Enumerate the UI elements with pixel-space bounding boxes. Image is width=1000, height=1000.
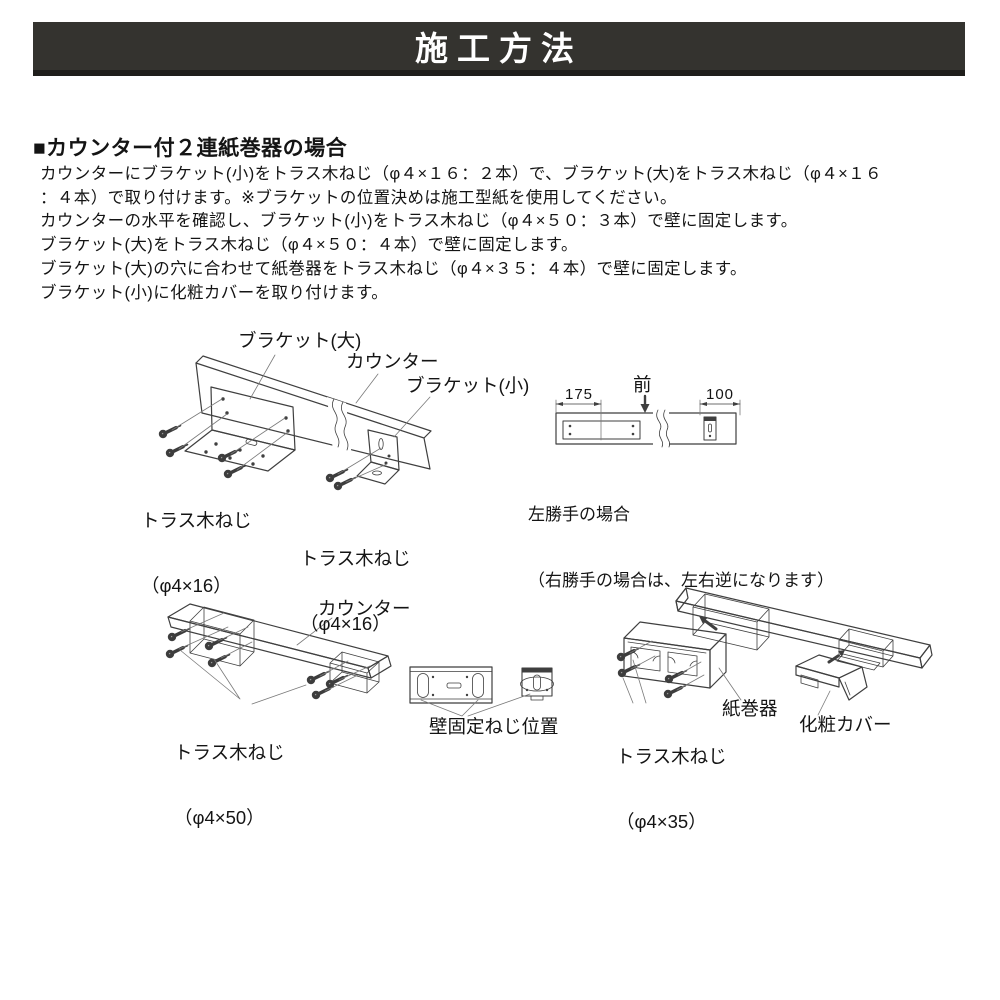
slot-left [417,673,429,698]
bracket-small-plate [367,429,400,471]
instruction-line: ブラケット(小)に化粧カバーを取り付けます。 [40,283,389,302]
screw-icon [206,652,232,669]
corner-braces [630,651,698,667]
cover-lip [795,665,840,688]
diagram-bracket-assembly [157,354,432,492]
install-arrow-head [699,616,708,624]
counter-board-top-edge [195,355,432,439]
bracket-small-lip [836,653,881,671]
screw-icon [164,643,190,660]
label-wall-screw-positions: 壁固定ねじ位置 [429,716,559,737]
label-counter-2: カウンター [318,598,411,619]
bracket-large-ghost [189,606,255,667]
install-arrow-head [838,650,845,657]
slot-right [472,673,484,698]
cover-top [795,654,863,679]
screw-icon [164,442,190,459]
paper-holder-openings [630,646,698,677]
keyhole-slot [533,674,541,691]
install-arrow-shaft [704,620,718,631]
screw-icon [216,447,242,464]
screw-icon [157,423,183,440]
counter-end-cap [919,644,933,669]
label-bracket-small: ブラケット(小) [406,375,530,396]
instruction-line: ブラケット(大)の穴に合わせて紙巻器をトラス木ねじ（φ４×３５：４本）で壁に固定… [40,259,747,278]
break-gap [327,397,352,458]
diagram-holder-cover-install [615,587,933,716]
break-line [332,398,340,448]
counter-board-face [195,362,431,470]
instruction-line: カウンターにブラケット(小)をトラス木ねじ（φ４×１６：２本）で、ブラケット(大… [40,165,882,183]
counter-plan-outline [555,412,737,445]
page-title: 施工方法 [415,30,583,67]
bracket-large-flange [184,429,296,472]
slot-center [446,682,462,689]
break-line [341,401,349,451]
paper-holder-side [709,633,727,689]
screw-icon [324,467,350,484]
page-title-bar: 施工方法 [33,22,965,76]
diagram-screw-positions [409,666,554,717]
diagram-plan-view [555,394,741,448]
bracket-large-front [409,666,493,704]
bracket-small-ghost [329,651,380,694]
label-dim-100: 100 [705,386,735,403]
cover-tab [800,674,819,689]
bracket-small-flange [356,461,400,485]
left-hand-caption: 左勝手の場合 （右勝手の場合は、左右逆になります） [528,505,834,590]
bracket-large-plan [562,420,641,440]
screw-icon [166,626,192,643]
label-cover: 化粧カバー [799,714,892,735]
instruction-text: カウンターにブラケット(小)をトラス木ねじ（φ４×１６：２本）で、ブラケット(大… [40,163,882,305]
instruction-line: ブラケット(大)をトラス木ねじ（φ４×５０：４本）で壁に固定します。 [40,236,578,255]
label-bracket-large: ブラケット(大) [238,330,362,351]
label-screw-435: トラス木ねじ （φ4×35） [616,746,727,832]
label-paper-holder: 紙巻器 [722,698,778,719]
bracket-large-ghost [692,593,770,651]
counter-end-cap [367,655,392,679]
label-screw-416-left: トラス木ねじ （φ4×16） [141,510,252,596]
bracket-small-flange-slot [372,470,382,476]
section-heading: ■カウンター付２連紙巻器の場合 [33,137,348,160]
bracket-small-tab [530,695,544,701]
bracket-small-slot [378,438,384,450]
cover-wall [838,666,868,701]
diagram-counter-wall-fix [164,603,392,705]
label-counter-1: カウンター [346,351,439,372]
instruction-line: ：４本）で取り付けます。※ブラケットの位置決めは施工型紙を使用してください。 [40,188,677,207]
screw-icon [203,635,229,652]
label-dim-175: 175 [564,386,594,403]
front-arrow-head [640,404,650,413]
keyhole-ellipse [520,676,554,692]
label-front: 前 [633,374,652,395]
label-screw-450: トラス木ねじ （φ4×50） [174,742,285,828]
bracket-small-ghost [838,628,894,668]
label-screw-416-right: トラス木ねじ （φ4×16） [300,548,411,634]
counter-left-cap [675,587,689,612]
instruction-line: カウンターの水平を確認し、ブラケット(小)をトラス木ねじ（φ４×５０：３本）で壁… [40,212,798,231]
